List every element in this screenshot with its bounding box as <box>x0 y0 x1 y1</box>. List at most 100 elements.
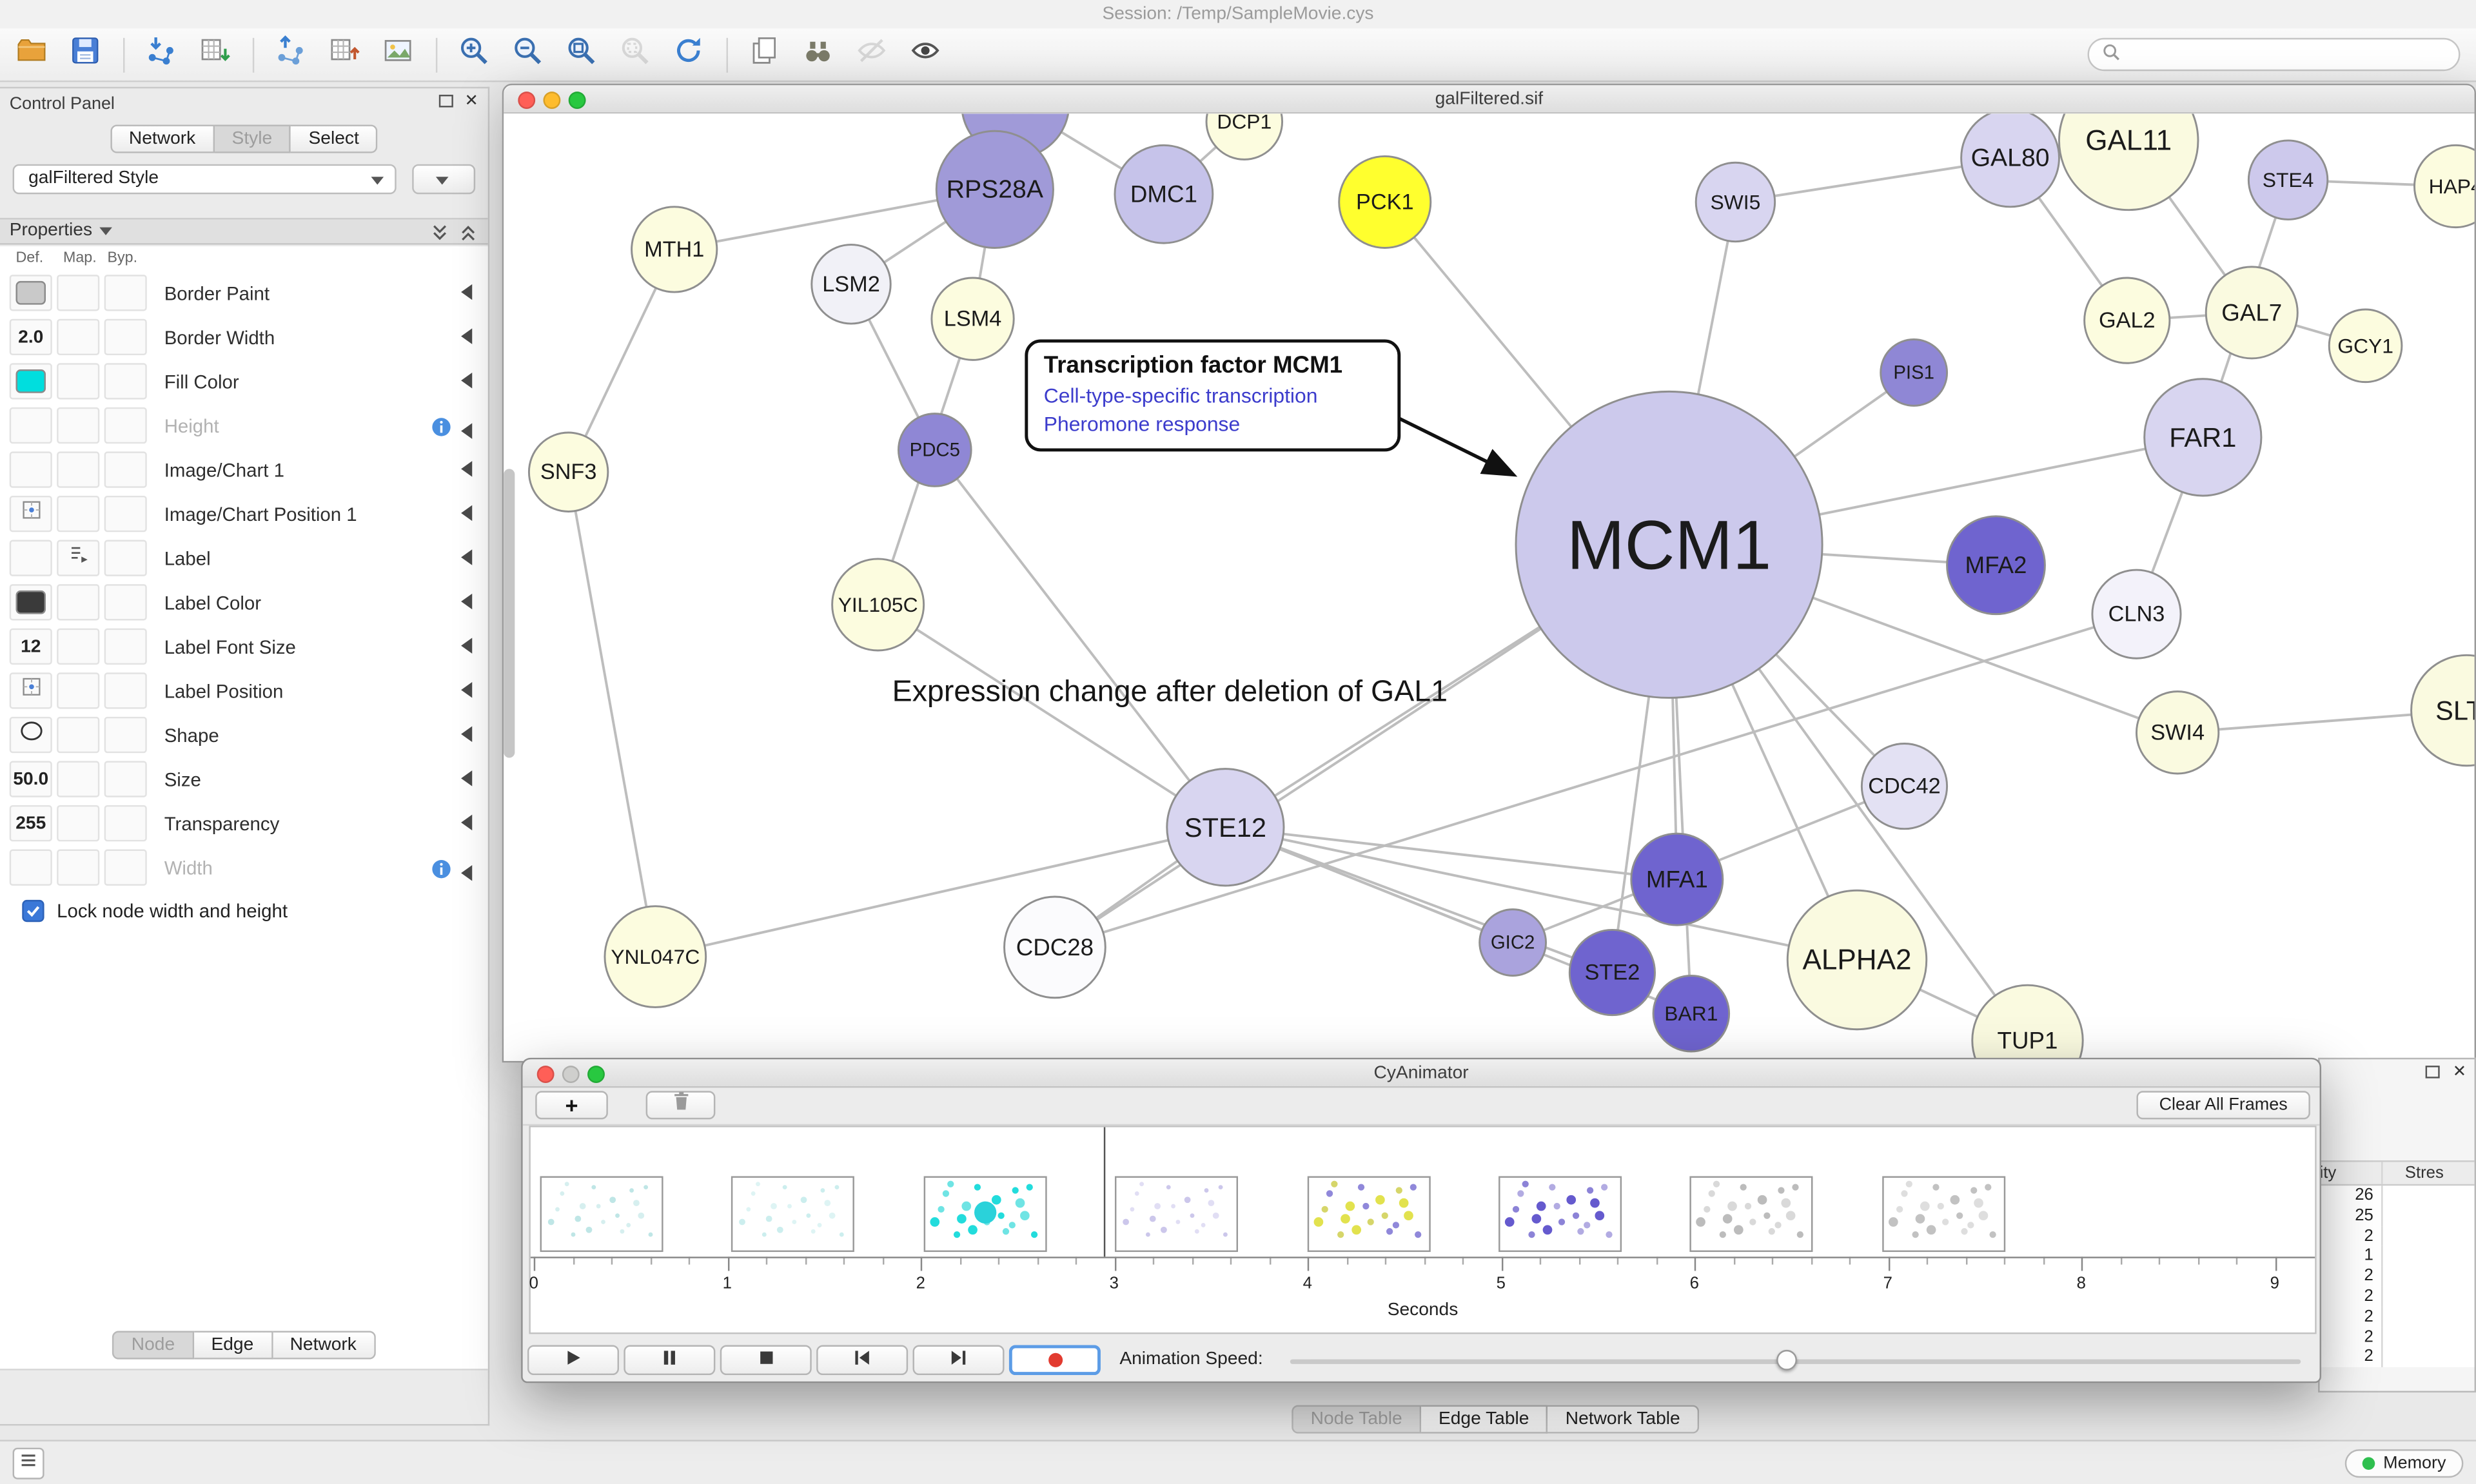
network-node-ste12[interactable]: STE12 <box>1166 768 1285 887</box>
table-row[interactable]: 2 <box>2320 1347 2475 1368</box>
network-node-gal80[interactable]: GAL80 <box>1960 113 2060 208</box>
expand-property-icon[interactable] <box>461 423 473 439</box>
property-c2-cell[interactable] <box>104 761 147 797</box>
network-node-gal2[interactable]: GAL2 <box>2083 277 2171 364</box>
property-c0-cell[interactable]: 2.0 <box>9 318 52 356</box>
property-c2-cell[interactable] <box>104 628 147 665</box>
close-window-icon[interactable] <box>536 1066 555 1084</box>
network-node-dcp1[interactable]: DCP1 <box>1205 113 1284 161</box>
property-c0-cell[interactable] <box>9 495 52 532</box>
property-c1-cell[interactable] <box>57 716 100 754</box>
find-first-neighbors-button[interactable] <box>796 32 840 77</box>
network-edge[interactable] <box>1224 826 1613 974</box>
network-edge[interactable] <box>1225 826 1678 881</box>
network-node-slt2[interactable]: SLT2 <box>2410 654 2475 767</box>
default-value-swatch[interactable] <box>15 280 46 305</box>
table-row[interactable]: 2 <box>2320 1327 2475 1347</box>
property-c1-cell[interactable] <box>57 849 100 886</box>
property-c0-cell[interactable] <box>9 540 52 576</box>
network-node-alpha2[interactable]: ALPHA2 <box>1786 889 1928 1031</box>
network-node-swi4[interactable]: SWI4 <box>2136 690 2220 775</box>
property-c1-cell[interactable] <box>57 761 100 797</box>
property-c1-cell[interactable] <box>57 672 100 709</box>
record-button[interactable] <box>1008 1345 1101 1376</box>
property-row[interactable]: Height <box>0 404 488 449</box>
style-selector[interactable]: galFiltered Style <box>12 164 397 195</box>
network-edge[interactable] <box>1225 826 1858 961</box>
property-c0-cell[interactable] <box>9 451 52 488</box>
property-c0-cell[interactable] <box>9 407 52 444</box>
export-network-button[interactable] <box>268 32 313 77</box>
property-c0-cell[interactable]: 50.0 <box>9 761 52 797</box>
property-c1-cell[interactable] <box>57 584 100 621</box>
network-node-mfa2[interactable]: MFA2 <box>1946 515 2046 616</box>
property-row[interactable]: Width <box>0 846 488 891</box>
property-c2-cell[interactable] <box>104 495 147 532</box>
network-node-tup1[interactable]: TUP1 <box>1971 984 2084 1061</box>
network-node-pck1[interactable]: PCK1 <box>1338 155 1432 249</box>
column-header[interactable]: ity <box>2320 1162 2383 1184</box>
skip-back-button[interactable] <box>816 1345 909 1376</box>
property-c2-cell[interactable] <box>104 407 147 444</box>
property-c0-cell[interactable] <box>9 672 52 709</box>
network-node-pis1[interactable]: PIS1 <box>1880 338 1949 407</box>
property-c0-cell[interactable] <box>9 716 52 754</box>
table-tab-node-table[interactable]: Node Table <box>1292 1405 1422 1434</box>
property-c1-cell[interactable] <box>57 805 100 842</box>
table-row[interactable]: 2 <box>2320 1286 2475 1307</box>
style-tab-node[interactable]: Node <box>112 1331 194 1360</box>
property-row[interactable]: Border Paint <box>0 271 488 316</box>
frame-7-thumbnail[interactable] <box>1690 1176 1814 1253</box>
column-header[interactable]: Stres <box>2404 1163 2444 1183</box>
property-row[interactable]: Image/Chart 1 <box>0 449 488 493</box>
zoom-out-button[interactable] <box>506 32 550 77</box>
expand-property-icon[interactable] <box>461 638 473 654</box>
frame-4-thumbnail[interactable] <box>1115 1176 1239 1253</box>
frame-3-thumbnail[interactable] <box>923 1176 1047 1253</box>
property-c2-cell[interactable] <box>104 716 147 754</box>
annotation-box[interactable]: Transcription factor MCM1 Cell-type-spec… <box>1025 339 1401 452</box>
network-edge[interactable] <box>567 471 657 957</box>
vertical-scrollbar[interactable] <box>504 469 515 758</box>
info-icon[interactable] <box>431 859 452 887</box>
close-panel-icon[interactable]: ✕ <box>2452 1062 2467 1082</box>
expand-property-icon[interactable] <box>461 328 473 344</box>
expand-property-icon[interactable] <box>461 284 473 300</box>
network-node-gic2[interactable]: GIC2 <box>1479 908 1548 977</box>
property-c1-cell[interactable] <box>57 318 100 356</box>
network-node-lsm2[interactable]: LSM2 <box>811 244 892 325</box>
search-box[interactable] <box>2087 37 2461 72</box>
table-row[interactable]: 1 <box>2320 1246 2475 1267</box>
network-node-snf3[interactable]: SNF3 <box>527 431 609 513</box>
zoom-fit-content-button[interactable] <box>559 32 604 77</box>
network-node-gal7[interactable]: GAL7 <box>2205 266 2299 360</box>
property-row[interactable]: Fill Color <box>0 360 488 404</box>
frame-5-thumbnail[interactable] <box>1306 1176 1430 1253</box>
property-c2-cell[interactable] <box>104 672 147 709</box>
expand-property-icon[interactable] <box>461 461 473 477</box>
stop-button[interactable] <box>720 1345 812 1376</box>
tab-select[interactable]: Select <box>291 124 378 153</box>
property-c0-cell[interactable] <box>9 584 52 621</box>
table-row[interactable]: 2 <box>2320 1307 2475 1327</box>
float-panel-icon[interactable] <box>2426 1066 2441 1079</box>
property-c0-cell[interactable]: 12 <box>9 628 52 665</box>
property-c2-cell[interactable] <box>104 805 147 842</box>
network-node-mth1[interactable]: MTH1 <box>631 206 718 293</box>
table-row[interactable]: 2 <box>2320 1225 2475 1247</box>
network-node-cdc42[interactable]: CDC42 <box>1860 743 1949 830</box>
style-tab-network[interactable]: Network <box>272 1331 376 1360</box>
property-row[interactable]: Image/Chart Position 1 <box>0 493 488 537</box>
property-row[interactable]: Label Position <box>0 669 488 714</box>
network-node-cln3[interactable]: CLN3 <box>2091 569 2182 659</box>
network-node-gcy1[interactable]: GCY1 <box>2328 308 2403 384</box>
property-row[interactable]: Label Color <box>0 581 488 625</box>
close-window-icon[interactable] <box>518 92 536 109</box>
expand-all-icon[interactable] <box>429 222 450 248</box>
lock-node-size-checkbox[interactable] <box>22 899 44 923</box>
network-node-pdc5[interactable]: PDC5 <box>898 413 972 487</box>
property-row[interactable]: Shape <box>0 714 488 758</box>
zoom-selected-button[interactable] <box>613 32 657 77</box>
property-c2-cell[interactable] <box>104 849 147 886</box>
